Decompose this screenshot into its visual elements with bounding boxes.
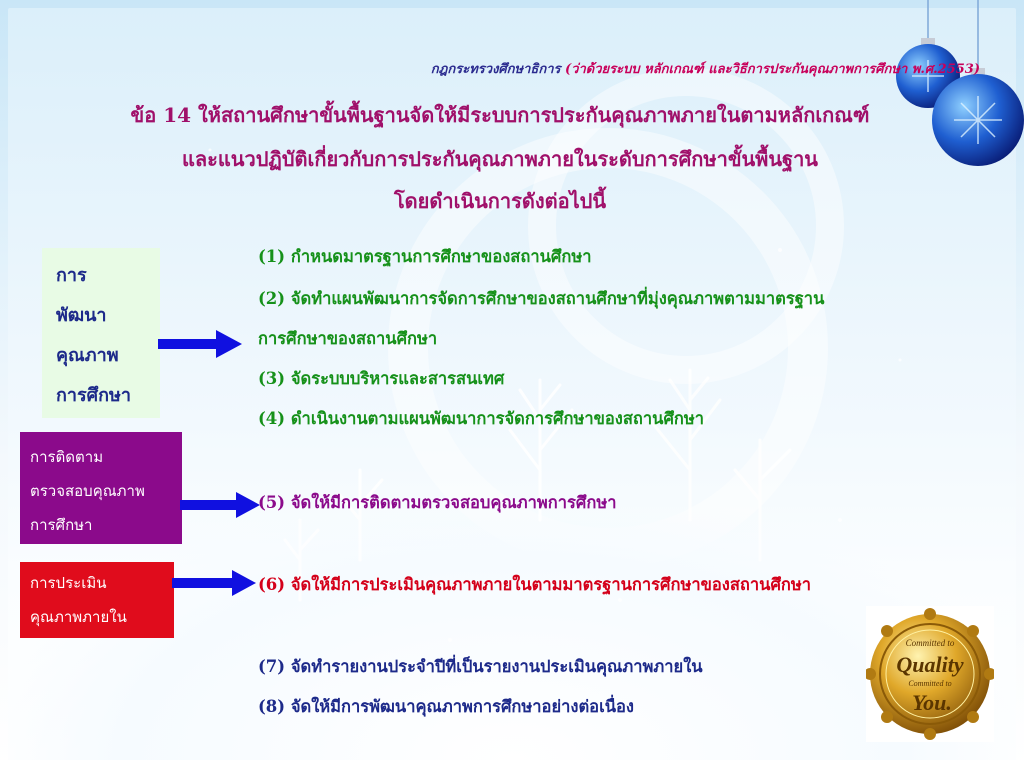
- monitoring-label-3: การศึกษา: [30, 516, 93, 534]
- heading-line-1: ข้อ 14 ให้สถานศึกษาขั้นพื้นฐานจัดให้มีระ…: [130, 103, 870, 127]
- development-label-1: การ: [56, 265, 87, 286]
- reference-line: กฎกระทรวงศึกษาธิการ (ว่าด้วยระบบ หลักเกณ…: [431, 58, 980, 79]
- list-item: (1) กำหนดมาตรฐานการศึกษาของสถานศึกษา: [258, 247, 592, 266]
- evaluation-label-1: การประเมิน: [30, 574, 107, 592]
- monitoring-label-1: การติดตาม: [30, 448, 104, 466]
- seal-text-bottom: You.: [912, 690, 952, 715]
- right-arrow-icon: [158, 330, 242, 358]
- heading-line-3: โดยดำเนินการดังต่อไปนี้: [393, 189, 607, 213]
- development-label-3: คุณภาพ: [56, 345, 119, 366]
- monitoring-label-2: ตรวจสอบคุณภาพ: [30, 482, 145, 500]
- list-item: (3) จัดระบบบริหารและสารสนเทศ: [258, 369, 505, 388]
- seal-text-middle: Quality: [896, 652, 963, 677]
- list-item: (4) ดำเนินงานตามแผนพัฒนาการจัดการศึกษาขอ…: [258, 409, 705, 428]
- list-item: (8) จัดให้มีการพัฒนาคุณภาพการศึกษาอย่างต…: [258, 697, 634, 716]
- evaluation-box: การประเมิน คุณภาพภายใน: [20, 562, 174, 638]
- christmas-ornament-icon: [896, 0, 1024, 166]
- list-item: (7) จัดทำรายงานประจำปีที่เป็นรายงานประเม…: [258, 657, 703, 676]
- list-item: (5) จัดให้มีการติดตามตรวจสอบคุณภาพการศึก…: [258, 493, 617, 512]
- right-arrow-icon: [180, 492, 260, 518]
- list-item: (2) จัดทำแผนพัฒนาการจัดการศึกษาของสถานศึ…: [258, 289, 825, 308]
- development-label-4: การศึกษา: [56, 385, 131, 406]
- list-item: (6) จัดให้มีการประเมินคุณภาพภายในตามมาตร…: [258, 575, 812, 594]
- seal-text-mid2: Committed to: [908, 679, 951, 688]
- quality-seal-icon: Committed to Quality Committed to You.: [866, 606, 994, 742]
- development-label-2: พัฒนา: [56, 305, 107, 326]
- heading-line-2: และแนวปฏิบัติเกี่ยวกับการประกันคุณภาพภาย…: [182, 147, 818, 171]
- slide-background: [8, 8, 1016, 760]
- seal-text-top: Committed to: [906, 638, 955, 648]
- development-box: การ พัฒนา คุณภาพ การศึกษา: [42, 248, 160, 418]
- evaluation-label-2: คุณภาพภายใน: [30, 608, 127, 626]
- monitoring-box: การติดตาม ตรวจสอบคุณภาพ การศึกษา: [20, 432, 182, 544]
- list-item: การศึกษาของสถานศึกษา: [258, 329, 438, 348]
- reference-parenthetical: (ว่าด้วยระบบ หลักเกณฑ์ และวิธีการประกันค…: [565, 62, 980, 77]
- right-arrow-icon: [172, 570, 256, 596]
- reference-main: กฎกระทรวงศึกษาธิการ: [430, 62, 561, 77]
